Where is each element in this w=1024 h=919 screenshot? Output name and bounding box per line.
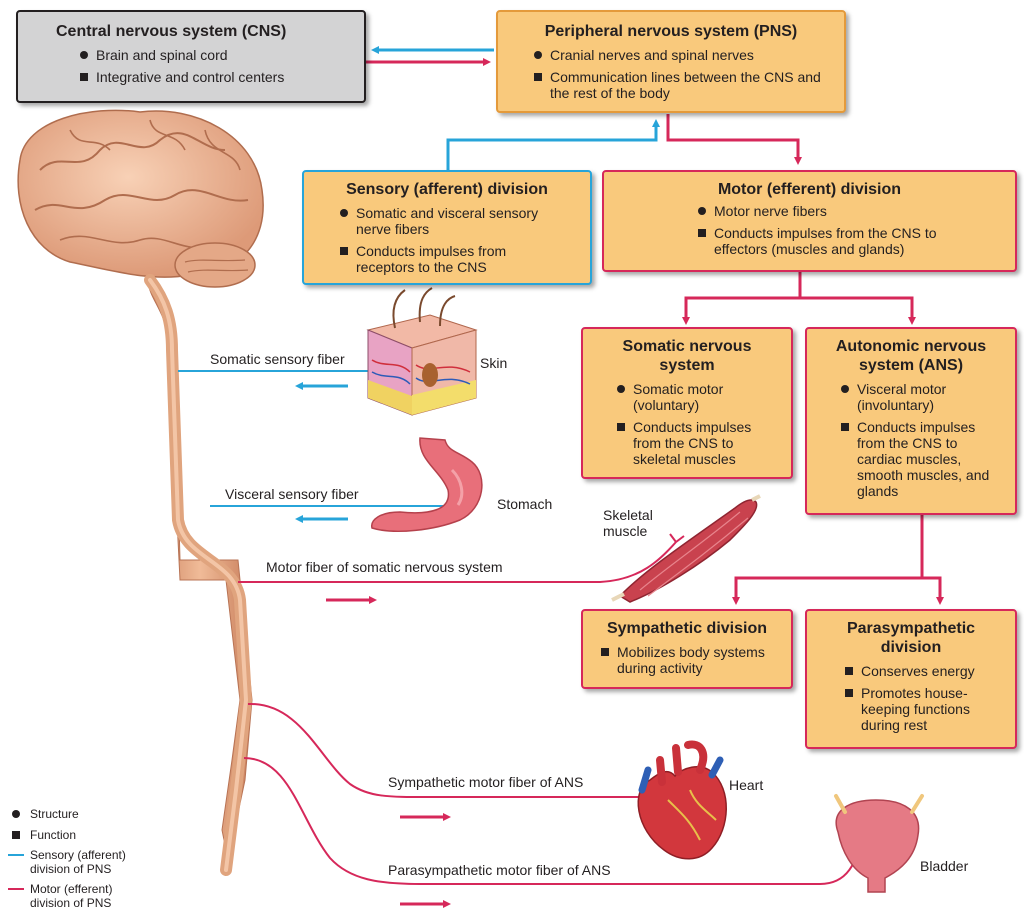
function-bullet-icon [340, 247, 348, 255]
sensory-function-item: Conducts impulses from receptors to the … [338, 243, 556, 275]
motor-somatic-fiber-line [238, 541, 677, 583]
pns-structure-item: Cranial nerves and spinal nerves [532, 47, 834, 63]
parasympathetic-division-title: Parasympathetic division [846, 620, 976, 656]
sensory-structure-item: Somatic and visceral sensory nerve fiber… [338, 205, 556, 237]
structure-bullet-icon [340, 209, 348, 217]
parasympathetic-function-item-2: Promotes house-keeping functions during … [843, 685, 991, 733]
sympathetic-division-title: Sympathetic division [606, 620, 768, 637]
function-bullet-icon [845, 689, 853, 697]
function-bullet-icon [841, 423, 849, 431]
structure-bullet-icon [534, 51, 542, 59]
bladder-label: Bladder [920, 858, 969, 874]
somatic-nervous-system-title: Somatic nervous system [622, 338, 752, 374]
autonomic-nervous-system-title: Autonomic nervous system (ANS) [835, 338, 987, 374]
function-bullet-icon [698, 229, 706, 237]
legend-motor: Motor (efferent) division of PNS [8, 882, 142, 910]
parasympathetic-division-box: Parasympathetic division Conserves energ… [805, 609, 1017, 749]
brain-illustration [17, 109, 264, 288]
visceral-sensory-fiber-label: Visceral sensory fiber [225, 486, 359, 502]
parasympathetic-function-item-1: Conserves energy [843, 663, 1005, 679]
pns-to-motor-connector [666, 114, 802, 165]
pns-box: Peripheral nervous system (PNS) Cranial … [496, 10, 846, 113]
sensory-division-title: Sensory (afferent) division [346, 181, 548, 198]
stomach-label: Stomach [497, 496, 553, 512]
somatic-sensory-fiber-label: Somatic sensory fiber [210, 351, 345, 367]
somatic-structure-item: Somatic motor (voluntary) [615, 381, 763, 413]
pns-function-item: Communication lines between the CNS and … [532, 69, 834, 101]
motor-division-box: Motor (efferent) division Motor nerve fi… [602, 170, 1017, 272]
stomach-illustration [371, 437, 483, 532]
structure-bullet-icon [617, 385, 625, 393]
function-bullet-icon [80, 73, 88, 81]
bladder-illustration [834, 794, 924, 893]
function-bullet-icon [845, 667, 853, 675]
function-bullet-icon [601, 648, 609, 656]
motor-somatic-fiber-label: Motor fiber of somatic nervous system [266, 559, 503, 575]
pns-title: Peripheral nervous system (PNS) [544, 23, 798, 40]
cns-box: Central nervous system (CNS) Brain and s… [16, 10, 366, 103]
cns-structure-item: Brain and spinal cord [78, 47, 352, 63]
cns-title: Central nervous system (CNS) [56, 23, 287, 40]
structure-bullet-icon [698, 207, 706, 215]
cns-function-item: Integrative and control centers [78, 69, 352, 85]
somatic-function-item: Conducts impulses from the CNS to skelet… [615, 419, 768, 467]
motor-function-item: Conducts impulses from the CNS to effect… [696, 225, 944, 257]
motor-to-autonomic-connector [800, 296, 916, 325]
motor-line-swatch [8, 888, 24, 890]
skin-illustration [366, 287, 478, 416]
motor-structure-item: Motor nerve fibers [696, 203, 1005, 219]
motor-division-title: Motor (efferent) division [717, 181, 902, 198]
sympathetic-motor-fiber-label: Sympathetic motor fiber of ANS [388, 774, 584, 790]
sympathetic-motor-fiber-line [247, 702, 664, 799]
structure-bullet-icon [80, 51, 88, 59]
somatic-nervous-system-box: Somatic nervous system Somatic motor (vo… [581, 327, 793, 479]
autonomic-to-parasympathetic-connector [922, 576, 944, 605]
autonomic-to-sympathetic-connector [732, 515, 924, 605]
skeletal-muscle-illustration [611, 494, 761, 603]
skin-label: Skin [480, 355, 508, 371]
heart-illustration [637, 740, 727, 860]
skeletal-muscle-label: Skeletal muscle [603, 507, 653, 539]
sensory-to-pns-connector [446, 119, 660, 170]
autonomic-function-item: Conducts impulses from the CNS to cardia… [839, 419, 992, 499]
structure-bullet-icon [841, 385, 849, 393]
parasympathetic-motor-fiber-line [243, 757, 867, 885]
motor-to-somatic-connector [682, 271, 802, 325]
heart-label: Heart [729, 777, 764, 793]
function-bullet-icon [534, 73, 542, 81]
legend-function: Function [12, 828, 76, 842]
sensory-line-swatch [8, 854, 24, 856]
autonomic-structure-item: Visceral motor (involuntary) [839, 381, 987, 413]
function-bullet-icon [12, 831, 20, 839]
sympathetic-function-item: Mobilizes body systems during activity [599, 644, 787, 676]
legend-structure: Structure [12, 807, 79, 821]
autonomic-nervous-system-box: Autonomic nervous system (ANS) Visceral … [805, 327, 1017, 515]
structure-bullet-icon [12, 810, 20, 818]
sensory-division-box: Sensory (afferent) division Somatic and … [302, 170, 592, 285]
parasympathetic-motor-fiber-label: Parasympathetic motor fiber of ANS [388, 862, 611, 878]
sympathetic-division-box: Sympathetic division Mobilizes body syst… [581, 609, 793, 689]
legend-sensory: Sensory (afferent) division of PNS [8, 848, 142, 876]
function-bullet-icon [617, 423, 625, 431]
